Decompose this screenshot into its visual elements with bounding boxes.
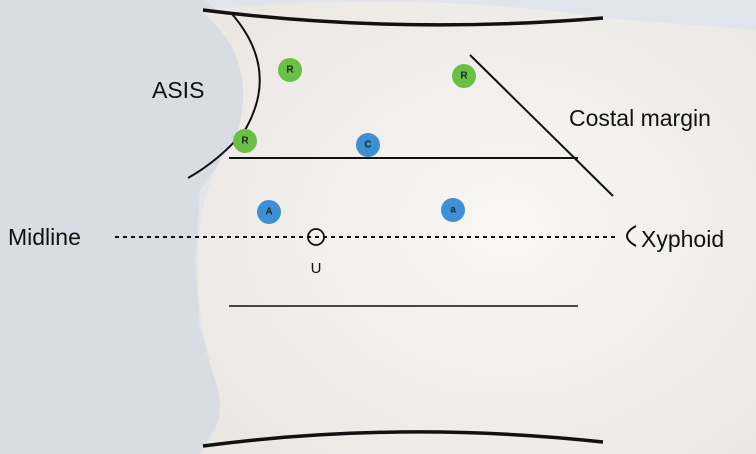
port-assistant-2: a — [441, 198, 465, 222]
port-letter: R — [460, 71, 468, 82]
lower-body-contour — [202, 430, 604, 448]
upper-body-contour — [202, 8, 604, 27]
port-letter: a — [450, 205, 456, 216]
xyphoid-label: Xyphoid — [641, 226, 724, 252]
costal-margin-label: Costal margin — [569, 105, 711, 131]
port-letter: R — [241, 136, 249, 147]
port-robotic-1: R — [278, 58, 302, 82]
umbilicus-label: U — [311, 260, 322, 277]
port-letter: A — [265, 207, 272, 218]
port-assistant-1: A — [257, 200, 281, 224]
port-robotic-3: R — [233, 129, 257, 153]
drape-left — [0, 0, 260, 454]
port-dot — [233, 129, 257, 153]
costal-margin-line — [469, 54, 614, 197]
port-dot — [441, 198, 465, 222]
port-dot — [257, 200, 281, 224]
abdomen-skin — [197, 1, 756, 454]
port-dot — [356, 133, 380, 157]
midline-label: Midline — [8, 224, 81, 250]
asis-curve — [187, 13, 261, 179]
asis-label: ASIS — [152, 77, 204, 103]
port-dot — [278, 58, 302, 82]
port-camera: C — [356, 133, 380, 157]
port-dot — [452, 64, 476, 88]
xyphoid-bracket — [626, 225, 637, 247]
umbilicus-circle — [307, 228, 325, 246]
port-letter: C — [364, 140, 371, 151]
port-letter: R — [286, 65, 294, 76]
port-robotic-2: R — [452, 64, 476, 88]
